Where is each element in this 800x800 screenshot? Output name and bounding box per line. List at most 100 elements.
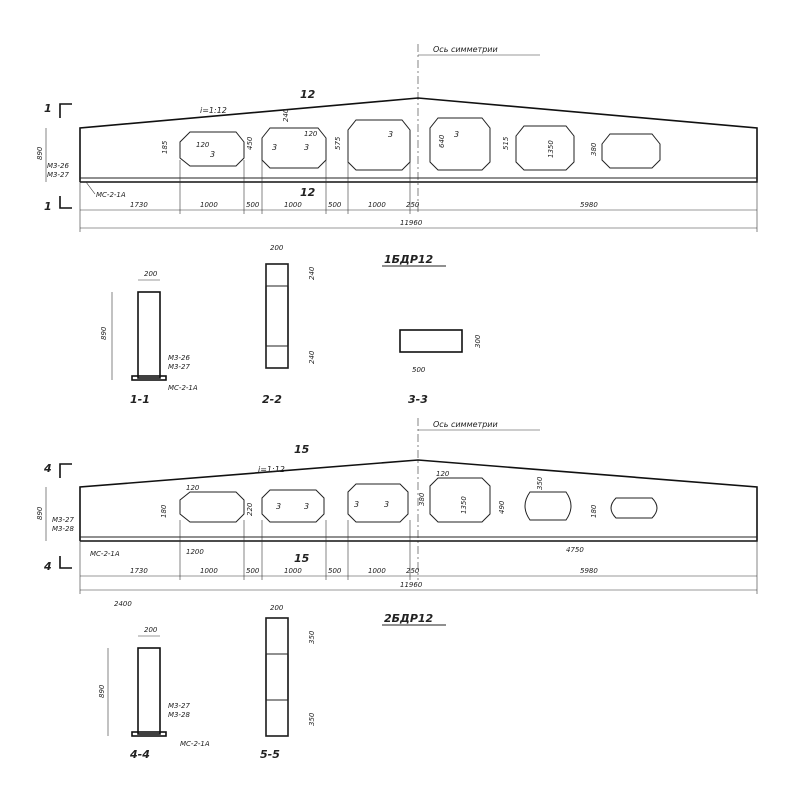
- dim-bottom: 1000: [284, 201, 302, 209]
- section-mark-4-top: 4: [43, 462, 52, 475]
- opening-1-3: [347, 119, 411, 171]
- dim-bottom: 500: [246, 201, 260, 209]
- mark-1a: М3-26: [47, 162, 69, 170]
- section-1-1-body: [137, 291, 161, 379]
- opening-2-5: [524, 491, 572, 521]
- axis-label-2: Ось симметрии: [433, 420, 498, 429]
- opening-1-6: [601, 133, 661, 169]
- opening-dim: 350: [536, 476, 544, 490]
- section-4-4-support: МС-2-1А: [180, 740, 210, 748]
- section-3-3: 500 300 3-3: [399, 329, 482, 406]
- beam-2-outline: [79, 459, 758, 542]
- dim-bottom: 1000: [200, 567, 218, 575]
- opening-label: 3: [276, 502, 281, 511]
- opening-1-4: [429, 117, 491, 171]
- slope-label-1: i=1:12: [200, 106, 227, 115]
- dim-bottom: 500: [328, 567, 342, 575]
- handnote-2400: 2400: [114, 600, 132, 608]
- opening-label: 3: [388, 130, 393, 139]
- section-5-5-body: [265, 617, 289, 737]
- section-1-1-height: 890: [100, 326, 108, 340]
- opening-2-1: [179, 491, 245, 523]
- section-mark-1-bottom: 1: [44, 200, 52, 213]
- height-dim-2: 890: [36, 506, 44, 520]
- section-1-1-mark-b: М3-27: [168, 363, 190, 371]
- section-1-1-label: 1-1: [130, 393, 150, 406]
- section-2-2-dim-bottom: 240: [308, 350, 316, 364]
- opening-dim: 575: [334, 136, 342, 150]
- section-4-4-height: 890: [98, 684, 106, 698]
- opening-dim: 180: [590, 504, 598, 518]
- dim-bottom: 1000: [284, 567, 302, 575]
- section-3-3-width: 500: [412, 366, 426, 374]
- section-5-5-label: 5-5: [260, 748, 280, 761]
- beam-1-outline: [79, 97, 758, 183]
- opening-2-2: [261, 489, 325, 523]
- section-2-2-dim-top: 240: [308, 266, 316, 280]
- beam-2: Ось симметрии i=1:12 3 3 3 3 120 180 220…: [36, 418, 758, 626]
- section-3-3-body: [399, 329, 463, 353]
- opening-label: 3: [384, 500, 389, 509]
- section-1-1: 200 890 М3-26 М3-27 МС-2-1А 1-1: [100, 270, 198, 406]
- section-3-3-label: 3-3: [408, 393, 428, 406]
- opening-dim: 220: [246, 502, 254, 516]
- section-4-4-label: 4-4: [129, 748, 150, 761]
- handnote-4750: 4750: [566, 546, 584, 554]
- opening-dim: 1350: [460, 496, 468, 514]
- slope-label-2: i=1:12: [258, 465, 285, 474]
- opening-2-6: [610, 497, 658, 519]
- dim-bottom: 1000: [368, 201, 386, 209]
- support-mark-1: МС-2-1А: [96, 191, 126, 199]
- section-mark-1-top: 1: [44, 102, 52, 115]
- opening-label: 3: [304, 502, 309, 511]
- dim-ticks-2: [79, 520, 758, 594]
- opening-dim: 450: [246, 136, 254, 150]
- section-mark-5-top: 15: [294, 443, 310, 456]
- opening-dim: 120: [304, 130, 318, 138]
- opening-dim: 180: [160, 504, 168, 518]
- dim-total-2: 11960: [400, 581, 423, 589]
- section-1-1-plate: [131, 375, 167, 381]
- section-5-5: 200 350 350 5-5: [260, 604, 316, 761]
- section-1-1-mark-a: М3-26: [168, 354, 190, 362]
- axis-label-1: Ось симметрии: [433, 45, 498, 54]
- opening-dim: 380: [590, 142, 598, 156]
- section-2-2: 200 240 240 2-2: [262, 244, 316, 406]
- opening-dim: 120: [436, 470, 450, 478]
- section-mark-5-bottom: 15: [294, 552, 310, 565]
- support-mark-2: МС-2-1А: [90, 550, 120, 558]
- section-3-3-height: 300: [474, 334, 482, 348]
- section-4-4: 200 890 М3-27 М3-28 МС-2-1А 4-4: [98, 626, 210, 761]
- section-mark-2-bottom: 12: [300, 186, 316, 199]
- dim-total-1: 11960: [400, 219, 423, 227]
- opening-1-1: [179, 131, 245, 167]
- opening-label: 3: [454, 130, 459, 139]
- section-1-1-support: МС-2-1А: [168, 384, 198, 392]
- section-cut-1-top: [59, 103, 72, 118]
- opening-dim: 380: [418, 492, 426, 506]
- section-4-4-width: 200: [144, 626, 158, 634]
- section-4-4-mark-b: М3-28: [168, 711, 190, 719]
- dim-bottom: 250: [406, 201, 420, 209]
- beam-1-title: 1БДР12: [384, 253, 434, 266]
- section-2-2-width: 200: [270, 244, 284, 252]
- opening-1-2: [261, 127, 327, 169]
- opening-dim: 120: [186, 484, 200, 492]
- mark-2a: М3-27: [52, 516, 74, 524]
- handnote-1200: 1200: [186, 548, 204, 556]
- opening-dim: 185: [161, 140, 169, 154]
- section-4-4-body: [137, 647, 161, 735]
- section-4-4-mark-a: М3-27: [168, 702, 190, 710]
- opening-2-4: [429, 477, 491, 523]
- section-1-1-width: 200: [144, 270, 158, 278]
- opening-dim: 640: [438, 134, 446, 148]
- support-leader-1: [85, 181, 96, 195]
- dim-bottom: 250: [406, 567, 420, 575]
- opening-dim: 1350: [547, 140, 555, 158]
- dim-bottom: 500: [246, 567, 260, 575]
- opening-dim: 515: [502, 136, 510, 150]
- section-5-5-dim-bottom: 350: [308, 712, 316, 726]
- opening-dim: 240: [282, 108, 290, 122]
- section-2-2-label: 2-2: [262, 393, 282, 406]
